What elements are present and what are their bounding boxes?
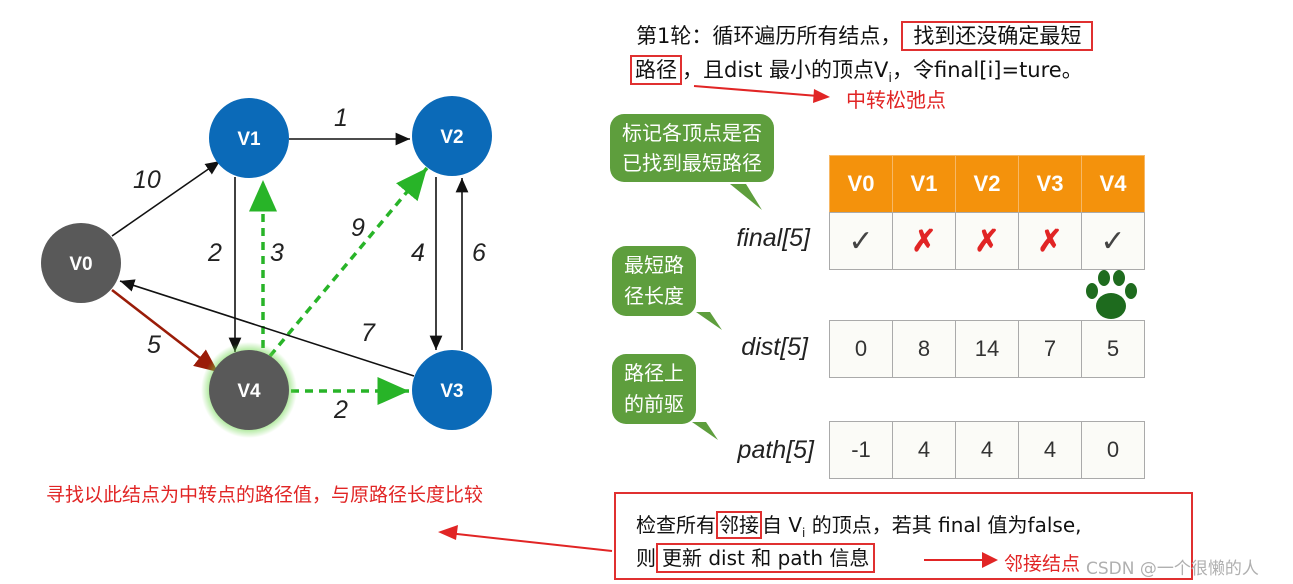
header-boxed-2: 路径 — [630, 55, 682, 85]
header-cell-v1: V1 — [892, 155, 956, 213]
bottom-line-1-prefix: 检查所有 — [636, 513, 716, 537]
final-row: ✓ ✗ ✗ ✗ ✓ — [829, 212, 1145, 270]
svg-text:V2: V2 — [440, 127, 463, 148]
header-cell-v2: V2 — [955, 155, 1019, 213]
relay-label: 中转松弛点 — [846, 88, 946, 112]
edge-v3-v0 — [119, 279, 415, 377]
final-cell-0: ✓ — [829, 212, 893, 270]
svg-text:V1: V1 — [237, 129, 261, 150]
left-red-note: 寻找以此结点为中转点的路径值，与原路径长度比较 — [46, 484, 484, 506]
weight-v4-v1: 3 — [270, 239, 284, 267]
bubble-dist-line-1: 最短路 — [624, 253, 684, 277]
header-cell-v3: V3 — [1018, 155, 1082, 213]
bubble-final-note: 标记各顶点是否 已找到最短路径 — [610, 114, 774, 182]
bubble-dist-note: 最短路 径长度 — [612, 246, 696, 316]
bubble-path-line-2: 的前驱 — [624, 392, 684, 416]
weight-v4-v2: 9 — [351, 214, 365, 242]
edge-v0-v4 — [111, 288, 219, 374]
header-line-2: 路径，且dist 最小的顶点Vi，令final[i]=ture。 — [630, 54, 1083, 86]
bubble-path-line-1: 路径上 — [624, 361, 684, 385]
svg-text:V0: V0 — [69, 254, 92, 275]
header-line-1-prefix: 第1轮：循环遍历所有结点， — [636, 24, 902, 48]
weight-v4-v3: 2 — [333, 396, 348, 424]
dist-cell-4: 5 — [1081, 320, 1145, 378]
final-cell-1: ✗ — [892, 212, 956, 270]
edge-v0-v1 — [111, 160, 221, 237]
weight-v1-v4: 2 — [207, 239, 222, 267]
svg-text:V3: V3 — [440, 381, 463, 402]
weight-v3-v2: 6 — [472, 239, 486, 267]
bottom-line-1-rest: 自 V — [762, 513, 803, 537]
watermark: CSDN @一个很懒的人 — [1086, 559, 1259, 579]
header-line-2-tail: ，令final[i]=ture。 — [892, 58, 1083, 82]
adjacent-label: 邻接结点 — [1004, 553, 1081, 575]
path-cell-4: 0 — [1081, 421, 1145, 479]
weight-v1-v2: 1 — [334, 104, 348, 132]
edge-v4-v2 — [268, 166, 429, 358]
header-line-1: 第1轮：循环遍历所有结点，找到还没确定最短 — [636, 20, 1094, 51]
dist-cell-1: 8 — [892, 320, 956, 378]
weight-v0-v1: 10 — [133, 166, 161, 194]
path-cell-1: 4 — [892, 421, 956, 479]
path-cell-2: 4 — [955, 421, 1019, 479]
table-header-row: V0 V1 V2 V3 V4 — [829, 155, 1145, 213]
dist-row-label: dist[5] — [741, 333, 808, 361]
relay-arrow — [693, 85, 830, 103]
header-cell-v4: V4 — [1081, 155, 1145, 213]
node-v3: V3 — [412, 350, 492, 430]
bubble-final-line-1: 标记各顶点是否 — [622, 121, 762, 145]
bottom-note-line-2: 则更新 dist 和 path 信息 — [636, 542, 876, 573]
bubble-final-line-2: 已找到最短路径 — [622, 151, 762, 175]
bottom-boxed-update: 更新 dist 和 path 信息 — [656, 543, 876, 573]
weight-v0-v4: 5 — [147, 331, 161, 359]
bottom-subscript: i — [802, 526, 806, 540]
bottom-line-2-prefix: 则 — [636, 546, 656, 570]
path-cell-0: -1 — [829, 421, 893, 479]
bottom-boxed-adjacent: 邻接 — [716, 511, 762, 539]
header-cell-v0: V0 — [829, 155, 893, 213]
bottom-note-box — [614, 492, 1193, 580]
header-line-2-rest: ，且dist 最小的顶点V — [682, 58, 889, 82]
path-row: -1 4 4 4 0 — [829, 421, 1145, 479]
dist-row: 0 8 14 7 5 — [829, 320, 1145, 378]
header-subscript: i — [888, 71, 893, 87]
left-red-arrow — [438, 525, 613, 552]
bottom-note-line-1: 检查所有邻接自 Vi 的顶点，若其 final 值为false, — [636, 509, 1081, 540]
bubble-path-note: 路径上 的前驱 — [612, 354, 696, 424]
dist-cell-3: 7 — [1018, 320, 1082, 378]
bubble-dist-tail — [696, 312, 722, 330]
svg-text:V4: V4 — [237, 381, 261, 402]
node-v4: V4 — [209, 350, 289, 430]
final-row-label: final[5] — [736, 224, 810, 252]
path-cell-3: 4 — [1018, 421, 1082, 479]
bubble-final-tail — [730, 184, 762, 210]
adjacent-arrow — [924, 552, 998, 568]
node-v0: V0 — [41, 223, 121, 303]
dist-cell-0: 0 — [829, 320, 893, 378]
path-row-label: path[5] — [737, 436, 814, 464]
bubble-dist-line-2: 径长度 — [624, 284, 684, 308]
bottom-line-1-tail: 的顶点，若其 final 值为false, — [805, 513, 1082, 537]
node-v1: V1 — [209, 98, 289, 178]
paw-icon — [1086, 270, 1137, 319]
dist-cell-2: 14 — [955, 320, 1019, 378]
weight-v2-v3: 4 — [411, 239, 425, 267]
final-cell-4: ✓ — [1081, 212, 1145, 270]
header-boxed-1: 找到还没确定最短 — [901, 21, 1094, 51]
weight-v3-v0: 7 — [361, 319, 376, 347]
final-cell-3: ✗ — [1018, 212, 1082, 270]
graph-diagram: 10 1 2 3 9 4 6 7 5 2 V0 V1 V2 V3 V4 — [41, 96, 613, 552]
node-v2: V2 — [412, 96, 492, 176]
final-cell-2: ✗ — [955, 212, 1019, 270]
bubble-path-tail — [692, 422, 718, 440]
